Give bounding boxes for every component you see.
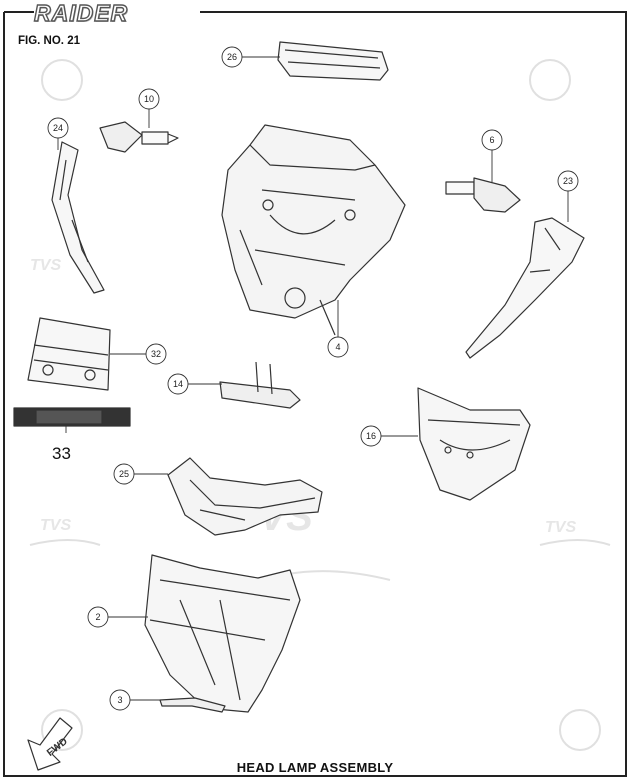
- callout-2: 2: [95, 612, 101, 622]
- part-33-damper: [13, 407, 131, 427]
- brand-logo: RAIDER: [33, 0, 129, 27]
- part-2-head-lamp: [144, 554, 301, 713]
- page-border: [3, 11, 627, 777]
- callout-6: 6: [489, 135, 495, 145]
- watermark-text: TVS: [40, 517, 71, 534]
- watermark-text: TVS: [30, 257, 61, 274]
- part-3-lamp-trim: [159, 697, 226, 713]
- part-10-winker-left: [99, 121, 179, 153]
- callout-16: 16: [365, 431, 376, 441]
- callout-25: 25: [118, 469, 129, 479]
- callout-4: 4: [335, 342, 341, 352]
- part-16-visor-cover: [417, 387, 531, 501]
- callout-circles: [47, 46, 579, 711]
- part-26-meter-cover: [277, 41, 389, 81]
- fwd-arrow-icon: [27, 717, 73, 771]
- callout-24: 24: [52, 123, 63, 133]
- figure-label: FIG. NO. 21: [18, 35, 80, 47]
- callout-33: 33: [52, 444, 71, 463]
- callout-3: 3: [117, 695, 123, 705]
- part-25-inner-case: [167, 457, 323, 536]
- part-14-bracket: [219, 361, 301, 409]
- part-23-side-cover: [465, 217, 585, 359]
- callout-10: 10: [143, 94, 154, 104]
- callout-32: 32: [150, 349, 161, 359]
- callout-23: 23: [562, 176, 573, 186]
- part-4-headlamp-bracket: [221, 124, 406, 336]
- watermark-text: TVS: [545, 519, 576, 536]
- part-32-stay: [27, 317, 111, 391]
- callout-26: 26: [226, 52, 237, 62]
- page-title: HEAD LAMP ASSEMBLY: [236, 760, 394, 775]
- callout-14: 14: [172, 379, 183, 389]
- part-6-winker-right: [445, 177, 521, 213]
- leader-lines: [57, 56, 569, 701]
- part-24-side-strip: [51, 141, 105, 294]
